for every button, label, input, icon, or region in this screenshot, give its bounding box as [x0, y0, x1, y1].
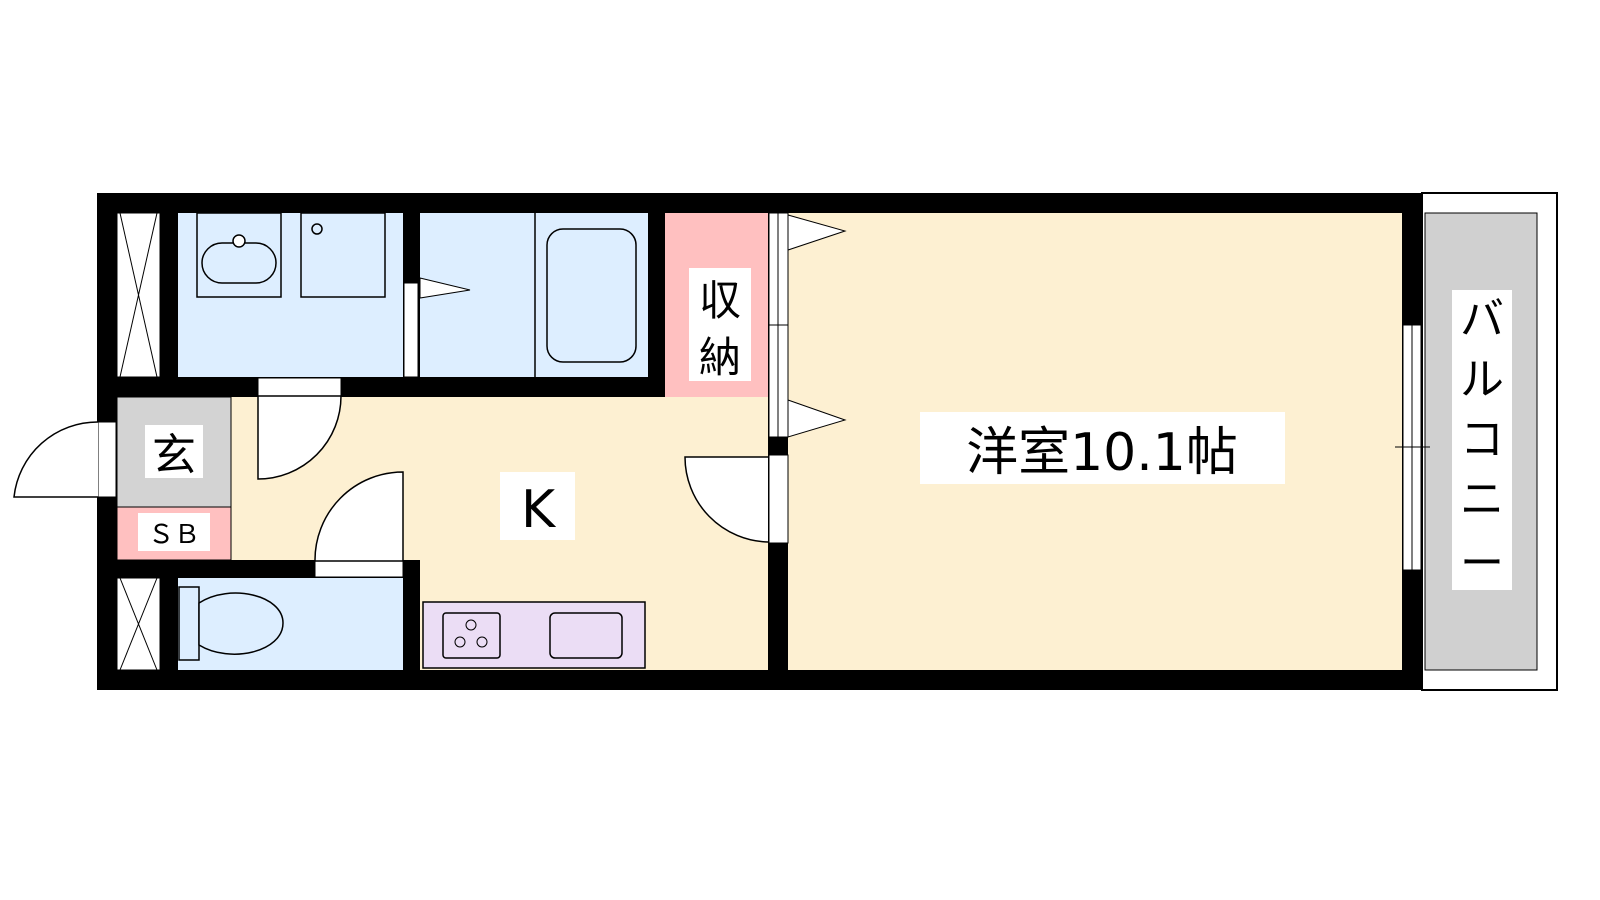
burner-icon	[476, 636, 488, 648]
storage-label: 納	[699, 333, 741, 382]
door-swing-icon	[684, 456, 769, 543]
entrance-label: 玄	[152, 430, 196, 481]
kitchen-label-bg	[500, 472, 575, 540]
burner-icon	[454, 636, 466, 648]
balcony-char: ニ	[1460, 474, 1504, 525]
stove-icon	[442, 612, 501, 659]
balcony-window[interactable]	[1395, 324, 1430, 571]
western-room-label-bg	[920, 412, 1285, 484]
western-room-label: 洋室10.1帖	[966, 423, 1238, 483]
balcony-label-bg	[1452, 290, 1512, 590]
door-swing-icon	[419, 277, 471, 299]
balcony-char: ル	[1460, 354, 1504, 405]
bathtub-icon	[546, 228, 637, 363]
washroom	[178, 213, 403, 377]
washing-machine-icon	[300, 212, 386, 298]
storage-sliding-door[interactable]	[768, 212, 847, 438]
toilet-door[interactable]	[314, 560, 404, 578]
bath-door[interactable]	[403, 282, 419, 378]
balcony-char: バ	[1460, 294, 1504, 345]
balcony-char: コ	[1460, 414, 1504, 465]
balcony-char: ー	[1460, 538, 1504, 589]
bathroom	[420, 213, 648, 377]
shoe-box-label: ＳＢ	[148, 520, 200, 550]
kitchen-label: K	[521, 480, 557, 540]
toilet-icon	[178, 586, 284, 661]
window-upper-left	[116, 212, 161, 378]
kitchen-counter	[422, 601, 646, 669]
door-swing-icon	[257, 395, 342, 480]
storage-label-bg	[689, 268, 751, 381]
storage-label: 収	[699, 276, 741, 325]
sink-icon	[549, 612, 623, 659]
washbasin-icon	[196, 212, 282, 298]
washroom-door[interactable]	[257, 377, 342, 397]
balcony-label: バ ル コ ニ ー	[1460, 294, 1504, 589]
room-door[interactable]	[768, 454, 789, 544]
burner-icon	[465, 619, 477, 631]
door-swing-icon	[314, 471, 404, 562]
front-door[interactable]	[97, 421, 117, 498]
window-lower-left	[116, 577, 161, 671]
door-swing-icon	[13, 421, 99, 498]
